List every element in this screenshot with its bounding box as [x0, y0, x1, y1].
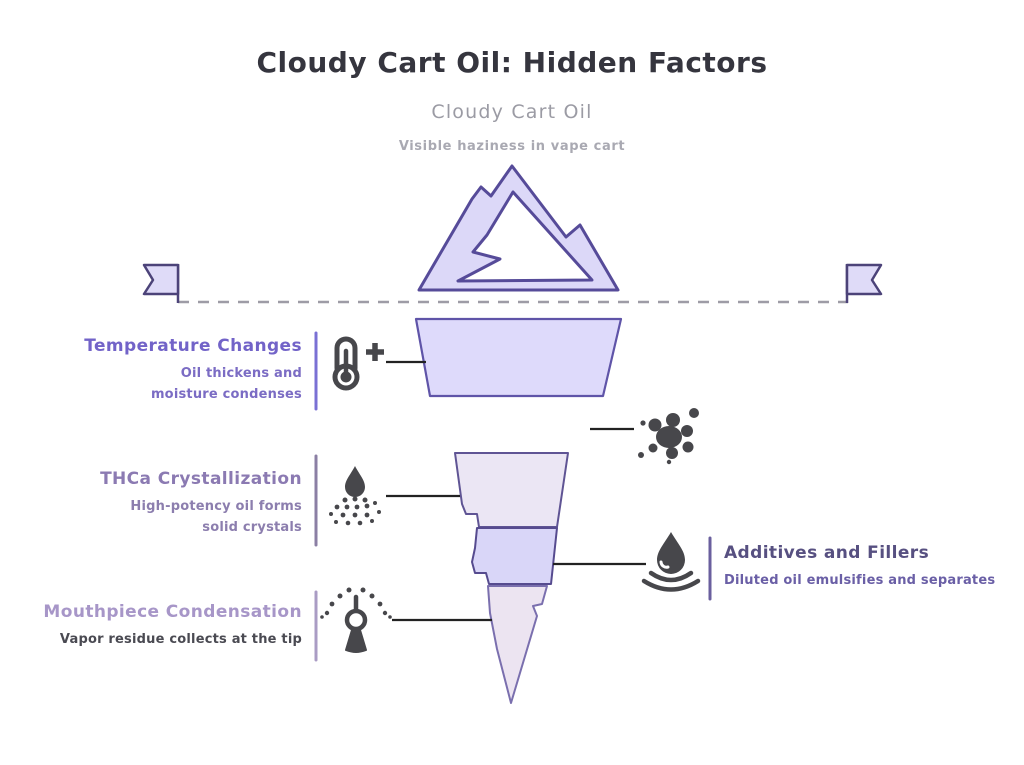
factor-temperature-title: Temperature Changes [84, 336, 302, 356]
factor-additives-title: Additives and Fillers [724, 543, 930, 563]
factor-thca-title: THCa Crystallization [100, 469, 302, 489]
factor-thca-description: High-potency oil forms solid crystals [130, 499, 302, 536]
thermometer-plus-icon [332, 336, 384, 391]
flag-right-icon [845, 263, 883, 303]
factor-temperature: Temperature Changes Oil thickens and moi… [32, 336, 302, 405]
crystal-spray-icon [329, 466, 381, 526]
factor-additives: Additives and Fillers Diluted oil emulsi… [724, 543, 1020, 591]
factor-mouthpiece: Mouthpiece Condensation Vapor residue co… [32, 602, 302, 650]
iceberg-section-thca [454, 452, 569, 528]
atomizer-spray-icon [320, 587, 392, 653]
factor-mouthpiece-title: Mouthpiece Condensation [43, 602, 302, 622]
flag-left-icon [142, 263, 180, 303]
iceberg-section-mouthpiece [487, 585, 548, 704]
page-title: Cloudy Cart Oil: Hidden Factors [256, 46, 768, 79]
iceberg-section-temperature [414, 317, 623, 398]
factor-thca: THCa Crystallization High-potency oil fo… [32, 469, 302, 538]
factor-mouthpiece-description: Vapor residue collects at the tip [59, 632, 302, 647]
surface-caption: Visible haziness in vape cart [398, 139, 626, 154]
splatter-icon [638, 408, 699, 465]
factor-additives-description: Diluted oil emulsifies and separates [724, 573, 996, 588]
factor-temperature-description: Oil thickens and moisture condenses [150, 366, 302, 403]
surface-label: Cloudy Cart Oil [431, 101, 593, 123]
oil-drop-ripple-icon [641, 532, 701, 592]
iceberg-section-additives [471, 527, 558, 585]
iceberg-peak [417, 164, 620, 292]
